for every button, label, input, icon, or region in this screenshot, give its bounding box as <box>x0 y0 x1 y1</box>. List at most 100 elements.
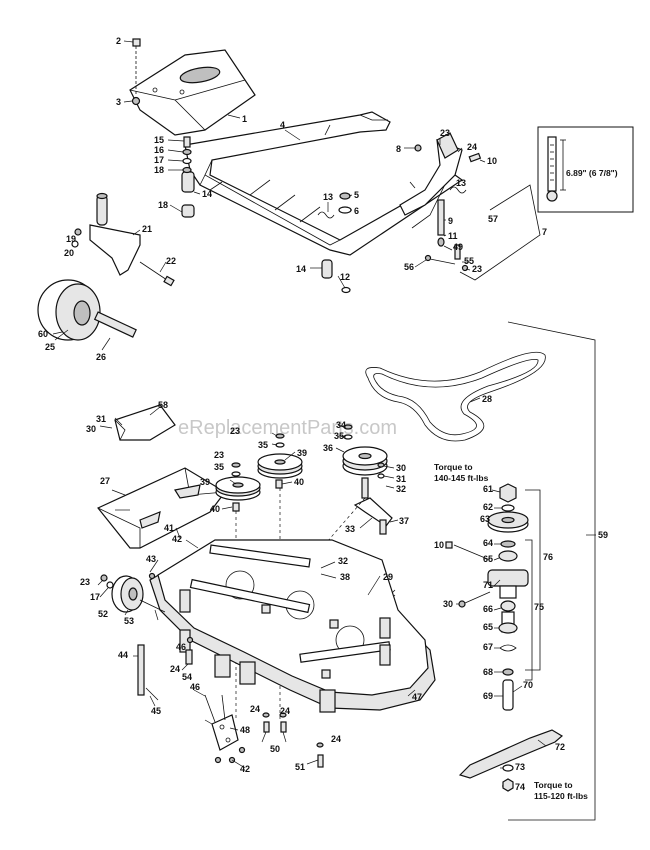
callout-8: 8 <box>396 144 401 154</box>
callout-14-b: 14 <box>296 264 306 274</box>
callout-34: 34 <box>336 420 346 430</box>
bolt-part-2 <box>131 38 141 106</box>
callout-13-b: 13 <box>456 178 466 188</box>
callout-40-b: 40 <box>294 477 304 487</box>
callout-24-a: 24 <box>467 142 477 152</box>
bracket-59 <box>507 321 596 821</box>
callout-67: 67 <box>483 642 493 652</box>
callout-74: 74 <box>515 782 525 792</box>
lift-link-parts <box>414 132 482 272</box>
callout-18-a: 18 <box>154 165 164 175</box>
callout-39-b: 39 <box>297 448 307 458</box>
callout-75: 75 <box>534 602 544 612</box>
bushing-part-14 <box>181 171 333 279</box>
callout-53: 53 <box>124 616 134 626</box>
callout-24-c: 24 <box>250 704 260 714</box>
callout-24-d: 24 <box>280 706 290 716</box>
callout-59: 59 <box>598 530 608 540</box>
pulley-39-center <box>257 453 303 479</box>
callout-70: 70 <box>523 680 533 690</box>
callout-54: 54 <box>182 672 192 682</box>
caster-arm-part <box>89 192 141 276</box>
torque-notes: Torque to 140-145 ft-lbs Torque to 115-1… <box>434 462 588 801</box>
callout-19: 19 <box>66 234 76 244</box>
mower-blade-72 <box>458 729 564 779</box>
torque-top-line-1: Torque to <box>434 462 473 472</box>
callout-16: 16 <box>154 145 164 155</box>
deck-frame-part <box>184 111 464 256</box>
callout-46-b: 46 <box>190 682 200 692</box>
callout-13-a: 13 <box>323 192 333 202</box>
callout-35-a: 35 <box>214 462 224 472</box>
callout-58: 58 <box>158 400 168 410</box>
torque-top-line-2: 140-145 ft-lbs <box>434 473 489 483</box>
washers-19-20 <box>71 228 82 248</box>
small-hardware <box>317 186 467 294</box>
callout-29: 29 <box>383 572 393 582</box>
axle-bolt-22 <box>139 261 175 287</box>
callout-72: 72 <box>555 742 565 752</box>
callout-2: 2 <box>116 36 121 46</box>
callout-30-d: 30 <box>443 599 453 609</box>
pulley-39-left <box>215 476 261 501</box>
bracket-75 <box>525 539 533 681</box>
callout-62: 62 <box>483 502 493 512</box>
height-gauge-note: 6.89" (6 7/8") <box>566 168 618 178</box>
callout-40-a: 40 <box>210 504 220 514</box>
callout-26: 26 <box>96 352 106 362</box>
callout-42-b: 42 <box>240 764 250 774</box>
callout-57: 57 <box>488 214 498 224</box>
callout-9: 9 <box>448 216 453 226</box>
callout-65-a: 65 <box>483 554 493 564</box>
drive-belt-part <box>365 351 546 442</box>
callout-65-b: 65 <box>483 622 493 632</box>
callout-23-c: 23 <box>230 426 240 436</box>
callout-12: 12 <box>340 272 350 282</box>
callout-23-d: 23 <box>214 450 224 460</box>
callout-6: 6 <box>354 206 359 216</box>
callout-7: 7 <box>542 227 547 237</box>
callout-63: 63 <box>480 514 490 524</box>
pulley-36-idler <box>342 446 388 476</box>
belt-cover-58 <box>114 404 176 441</box>
callout-23-e: 23 <box>80 577 90 587</box>
height-gauge-inset: 6.89" (6 7/8") <box>537 126 634 213</box>
mower-deck-47 <box>149 539 436 713</box>
deck-shield-27 <box>97 467 226 549</box>
callout-46-a: 46 <box>176 642 186 652</box>
callout-60: 60 <box>38 329 48 339</box>
callout-38: 38 <box>340 572 350 582</box>
callout-3: 3 <box>116 97 121 107</box>
callout-27: 27 <box>100 476 110 486</box>
callout-44: 44 <box>118 650 128 660</box>
callout-41: 41 <box>164 523 174 533</box>
callout-56: 56 <box>404 262 414 272</box>
callout-39-a: 39 <box>200 477 210 487</box>
bracket-48 <box>204 694 246 764</box>
gauge-wheel-52 <box>100 572 166 613</box>
callout-11: 11 <box>448 231 458 241</box>
callout-47: 47 <box>412 692 422 702</box>
watermark: eReplacementParts.com <box>178 417 397 439</box>
hardware-stack-15-18 <box>182 136 192 174</box>
callout-32-a: 32 <box>396 484 406 494</box>
callout-labels: 1 2 3 4 5 6 7 8 9 10 11 12 13 13 14 14 1… <box>38 36 608 792</box>
callout-31-a: 31 <box>96 414 106 424</box>
callout-42-a: 42 <box>172 534 182 544</box>
callout-14-a: 14 <box>202 189 212 199</box>
callout-24-e: 24 <box>331 734 341 744</box>
callout-33: 33 <box>345 524 355 534</box>
callout-10-b: 10 <box>434 540 444 550</box>
callout-25: 25 <box>45 342 55 352</box>
callout-51: 51 <box>295 762 305 772</box>
callout-73: 73 <box>515 762 525 772</box>
blade-hardware <box>502 764 514 792</box>
callout-5: 5 <box>354 190 359 200</box>
callout-35-c: 35 <box>334 431 344 441</box>
callout-18-b: 18 <box>158 200 168 210</box>
torque-bottom-line-2: 115-120 ft-lbs <box>534 791 588 801</box>
callout-66: 66 <box>483 604 493 614</box>
callout-36: 36 <box>323 443 333 453</box>
callout-22: 22 <box>166 256 176 266</box>
